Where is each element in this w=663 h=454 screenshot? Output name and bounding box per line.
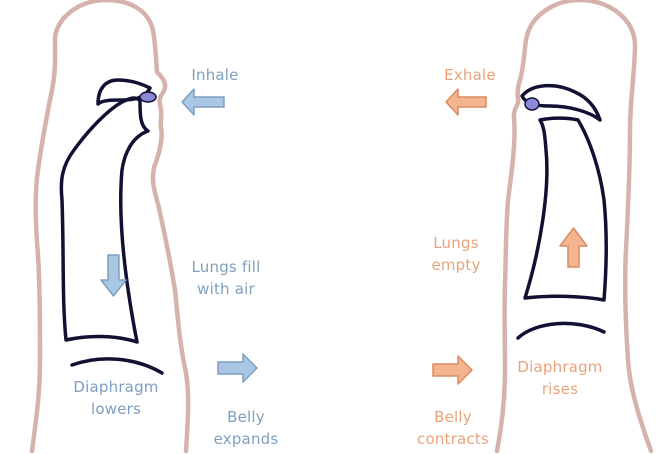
diaphragm-rises-line2: rises <box>508 378 612 400</box>
belly-expands-label: Belly expands <box>206 406 286 450</box>
lungs-empty-label: Lungs empty <box>416 232 496 276</box>
right-lung-outline <box>525 118 606 300</box>
left-mouth <box>140 92 156 102</box>
left-lung-outline <box>61 98 148 342</box>
right-diaphragm <box>518 323 604 338</box>
belly-expands-line2: expands <box>206 428 286 450</box>
lungs-fill-label: Lungs fill with air <box>178 256 274 300</box>
belly-contracts-label: Belly contracts <box>408 406 498 450</box>
arrow-down-icon <box>101 255 126 296</box>
lungs-fill-line1: Lungs fill <box>178 256 274 278</box>
belly-contracts-line2: contracts <box>408 428 498 450</box>
lungs-fill-line2: with air <box>178 278 274 300</box>
diaphragm-rises-line1: Diaphragm <box>508 356 612 378</box>
inhale-title: Inhale <box>180 64 250 86</box>
arrow-left-icon <box>182 89 224 115</box>
diaphragm-rises-label: Diaphragm rises <box>508 356 612 400</box>
diaphragm-lowers-label: Diaphragm lowers <box>64 376 168 420</box>
arrow-right-icon <box>218 354 257 382</box>
arrow-up-icon <box>560 228 587 267</box>
arrow-right-icon <box>433 356 472 384</box>
lungs-empty-line1: Lungs <box>416 232 496 254</box>
lungs-empty-line2: empty <box>416 254 496 276</box>
belly-expands-line1: Belly <box>206 406 286 428</box>
diaphragm-lowers-line1: Diaphragm <box>64 376 168 398</box>
right-mouth <box>525 98 539 110</box>
left-diaphragm <box>72 359 162 373</box>
diaphragm-lowers-line2: lowers <box>64 398 168 420</box>
belly-contracts-line1: Belly <box>408 406 498 428</box>
exhale-title: Exhale <box>430 64 510 86</box>
arrow-left-icon <box>446 89 486 115</box>
